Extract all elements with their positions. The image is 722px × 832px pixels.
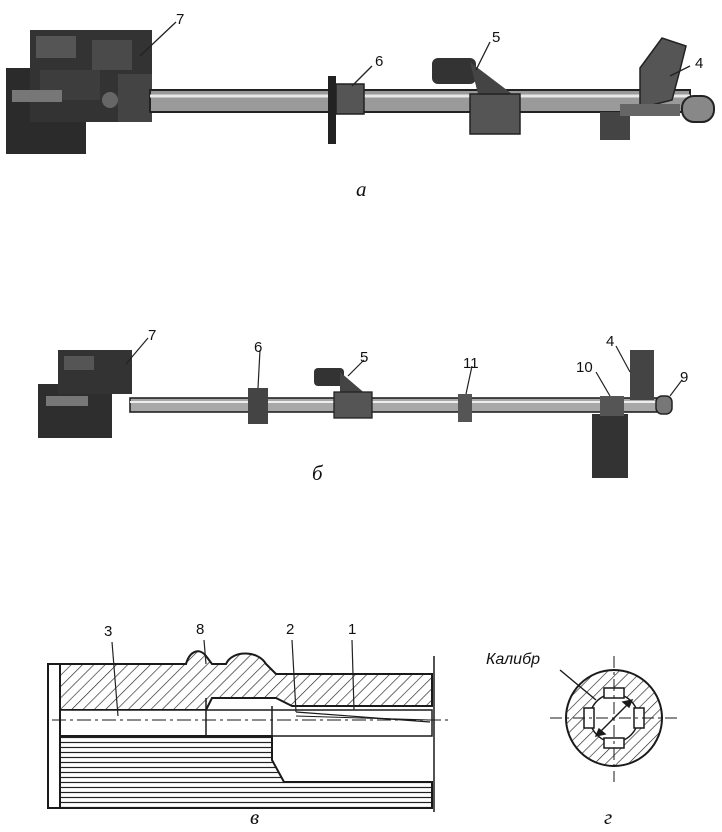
barrel-b [129, 395, 673, 415]
callout-7-a: 7 [176, 11, 184, 28]
caliber-dimension [559, 669, 634, 737]
callout-11-b: 11 [463, 355, 479, 372]
callout-7-b: 7 [148, 327, 156, 344]
front-sight-4-a [600, 37, 687, 140]
callout-6-a: 6 [375, 53, 383, 70]
bore [59, 709, 433, 737]
receiver-b [38, 350, 132, 438]
callout-5-b: 5 [360, 349, 368, 366]
callout-10-b: 10 [576, 359, 593, 376]
gas-block-5-b [314, 368, 373, 419]
panel-label-g: г [604, 805, 612, 829]
caliber-label: Калибр [486, 651, 540, 668]
panel-g: Калибр г [486, 651, 680, 829]
barrel-wall-section [59, 650, 433, 711]
callout-8-v: 8 [196, 621, 204, 638]
panel-label-v: в [250, 805, 259, 829]
front-sight-4-b [592, 350, 654, 478]
panel-b: 7 6 5 11 10 4 9 б [38, 327, 688, 485]
callout-2-v: 2 [286, 621, 294, 638]
callout-6-b: 6 [254, 339, 262, 356]
rear-sight-block-a [118, 74, 152, 122]
callout-9-b: 9 [680, 369, 688, 386]
callout-leaders-a [139, 21, 691, 87]
callout-leaders-b [125, 337, 683, 397]
sight-base-6-a [328, 76, 365, 144]
callout-1-v: 1 [348, 621, 356, 638]
panel-v: 3 8 2 1 в [47, 621, 452, 829]
callout-3-v: 3 [104, 623, 112, 640]
panel-label-b: б [312, 461, 324, 485]
barrel-outer-view [59, 735, 433, 809]
callout-5-a: 5 [492, 29, 500, 46]
barrel-band-11-b [458, 394, 472, 422]
panel-label-a: а [356, 177, 367, 201]
callout-4-a: 4 [695, 55, 703, 72]
gas-block-5-a [432, 58, 521, 135]
barrel-a [149, 89, 715, 123]
callout-4-b: 4 [606, 333, 614, 350]
callout-leaders-v [111, 639, 355, 717]
sight-base-6-b [248, 388, 268, 424]
panel-a: 7 6 5 4 а [6, 11, 715, 201]
